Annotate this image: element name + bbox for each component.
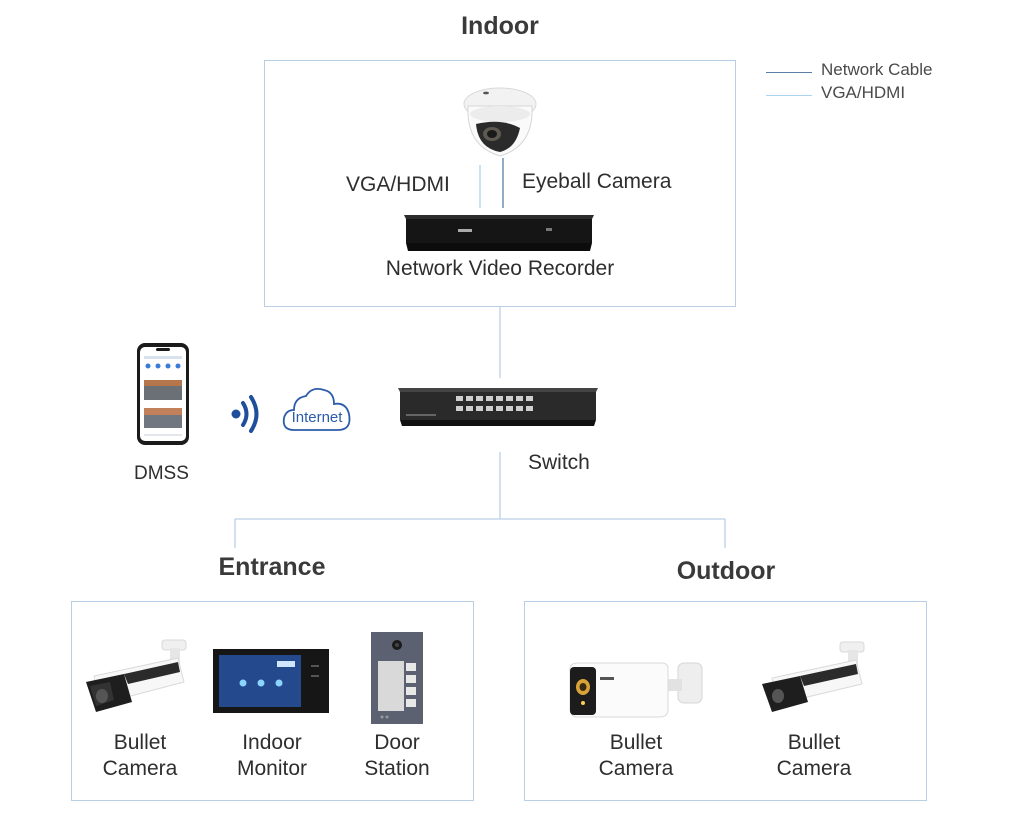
indoor-monitor-icon: [213, 649, 329, 713]
legend-network-cable-label: Network Cable: [821, 60, 933, 79]
outdoor-device-line2: Camera: [776, 757, 852, 780]
entrance-heading: Entrance: [218, 553, 326, 581]
outdoor-heading: Outdoor: [676, 557, 776, 585]
indoor-heading: Indoor: [461, 12, 539, 40]
indoor-vga-hdmi-label: VGA/HDMI: [346, 173, 450, 196]
dmss-label: DMSS: [134, 463, 189, 484]
bullet-camera-icon: [569, 662, 703, 718]
entrance-device-line2: Camera: [102, 757, 178, 780]
entrance-device-line2: Monitor: [236, 757, 308, 780]
eyeball-camera-label: Eyeball Camera: [522, 170, 672, 193]
entrance-box: [71, 601, 474, 801]
outdoor-box: [524, 601, 927, 801]
switch-label: Switch: [528, 451, 590, 474]
indoor-box: [264, 60, 736, 307]
bullet-camera-icon: [762, 641, 865, 712]
outdoor-device-line2: Camera: [598, 757, 674, 780]
entrance-device-line2: Station: [364, 757, 430, 780]
outdoor-device-label: Bullet Camera: [590, 730, 682, 782]
network-switch-icon: [398, 388, 598, 426]
smartphone-icon: [137, 343, 189, 445]
outdoor-device-line1: Bullet: [609, 731, 663, 754]
legend-network-cable-swatch: [766, 72, 812, 73]
outdoor-device-line1: Bullet: [787, 731, 841, 754]
wireless-signal-icon: [231, 395, 259, 433]
internet-label: Internet: [291, 409, 343, 426]
internet-cloud-icon: [282, 387, 351, 431]
nvr-label: Network Video Recorder: [385, 257, 615, 280]
outdoor-device-label: Bullet Camera: [768, 730, 860, 782]
door-station-icon: [371, 632, 423, 724]
entrance-device-label: Door Station: [352, 730, 442, 782]
entrance-device-line1: Bullet: [113, 731, 167, 754]
entrance-device-line1: Door: [374, 731, 420, 754]
entrance-device-label: Indoor Monitor: [224, 730, 320, 782]
eyeball-camera-icon: [463, 87, 537, 157]
legend-vga-hdmi-label: VGA/HDMI: [821, 83, 906, 102]
entrance-device-label: Bullet Camera: [94, 730, 186, 782]
entrance-device-line1: Indoor: [242, 731, 302, 754]
legend-vga-hdmi-swatch: [766, 95, 812, 96]
bullet-camera-icon: [86, 639, 187, 712]
network-video-recorder-icon: [404, 215, 594, 251]
